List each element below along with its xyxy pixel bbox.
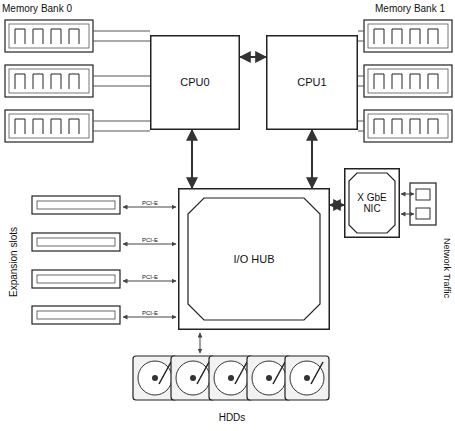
memory-module [364,65,452,97]
memory-bus [358,41,364,42]
pcie-link [123,317,176,318]
part-label: HDDs [219,413,246,423]
part-label: Network Traffic [442,238,451,298]
disk-link [200,333,201,353]
network-link [401,214,414,215]
memory-module [5,20,93,52]
pcie-link [123,244,176,245]
slot-connector [37,275,115,283]
part-label: Expansion slots [9,227,19,297]
slot-connector [37,311,115,319]
pcie-link [123,207,176,208]
expansion-slot [32,233,120,251]
bus-label: PCI-E [141,200,159,206]
node-text: X GbE NIC [354,192,390,215]
node-text: CPU1 [297,76,326,89]
bus-connector [311,130,313,188]
hard-disk [285,356,329,400]
bus-connector [240,56,266,58]
cpu-box: CPU1 [266,35,358,130]
memory-module [5,110,93,142]
bus-label: PCI-E [141,237,159,243]
network-link [401,194,414,195]
bus-label: PCI-E [141,310,159,316]
network-port [410,183,436,225]
slot-connector [37,201,115,209]
memory-module [5,65,93,97]
memory-module [364,20,452,52]
memory-bus [358,121,364,122]
bus-connector [191,130,193,188]
memory-bus [93,131,150,132]
expansion-slot [32,196,120,214]
memory-bus [358,31,364,32]
memory-bus [358,86,364,87]
slot-connector [37,238,115,246]
memory-bus [358,76,364,77]
io-hub-box: I/O HUB [178,188,330,330]
part-label: Memory Bank 0 [2,4,72,14]
expansion-slot [32,270,120,288]
memory-module [364,110,452,142]
part-label: Memory Bank 1 [375,4,445,14]
memory-bus [358,131,364,132]
bus-label: PCI-E [141,274,159,280]
memory-bus [93,41,150,42]
nic-box: X GbE NIC [344,168,400,238]
memory-bus [93,31,150,32]
memory-bus [93,121,150,122]
memory-bus [93,86,150,87]
bus-connector [330,204,344,206]
node-text: I/O HUB [234,253,275,266]
cpu-box: CPU0 [150,35,240,130]
node-text: CPU0 [180,76,209,89]
memory-bus [93,76,150,77]
pcie-link [123,281,176,282]
expansion-slot [32,306,120,324]
